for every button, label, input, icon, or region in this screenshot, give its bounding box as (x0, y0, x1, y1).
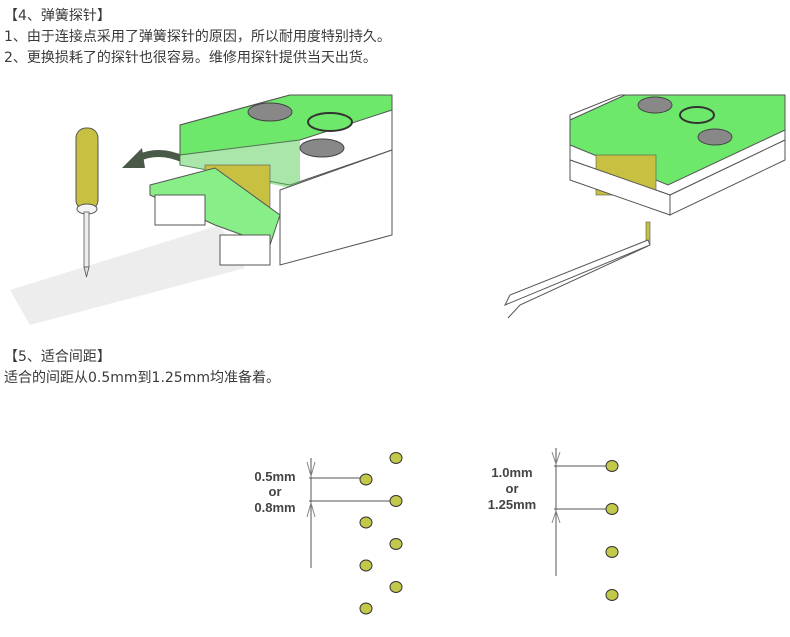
dimension-arrow-icon (551, 509, 561, 524)
section4-item-1: 1、由于连接点采用了弹簧探针的原因，所以耐用度特别持久。 (4, 29, 391, 45)
pitch-label-bottom: 1.25mm (488, 497, 536, 512)
dimension-arrow-icon (306, 461, 316, 478)
paper-strip (10, 225, 245, 325)
pitch-label-or: or (506, 481, 519, 496)
pin-dot (605, 589, 619, 601)
pin-dot (605, 546, 619, 558)
pin-dot (359, 516, 373, 529)
section4-heading: 【4、弹簧探针】 (4, 8, 111, 24)
pitch-diagram-small: 0.5mm or 0.8mm (254, 452, 403, 615)
pin-dot (359, 602, 373, 615)
pin-dot (359, 473, 373, 486)
dimension-arrow-icon (551, 451, 561, 466)
pin-dot (359, 559, 373, 572)
pin-dot (389, 538, 403, 550)
pin-dot (389, 452, 403, 464)
pitch-diagram-large: 1.0mm or 1.25mm (488, 448, 619, 601)
pin-dot (605, 460, 619, 472)
connector-block (149, 94, 393, 266)
connector-block (569, 94, 786, 216)
pitch-label-top: 1.0mm (491, 465, 532, 480)
section5-description: 适合的间距从0.5mm到1.25mm均准备着。 (4, 370, 280, 386)
pin-dot (389, 581, 403, 593)
pitch-label-or: or (269, 484, 282, 499)
tweezers-icon (503, 221, 651, 319)
pitch-label-bottom: 0.8mm (254, 500, 295, 515)
arrow-head-icon (122, 148, 145, 168)
dimension-arrow-icon (306, 501, 316, 518)
section4-item-2: 2、更换损耗了的探针也很容易。维修用探针提供当天出货。 (4, 50, 377, 66)
pin-dot (389, 495, 403, 507)
pitch-label-top: 0.5mm (254, 469, 295, 484)
screwdriver-icon (75, 127, 99, 278)
pin-dot (605, 503, 619, 515)
section5-heading: 【5、适合间距】 (4, 349, 111, 365)
